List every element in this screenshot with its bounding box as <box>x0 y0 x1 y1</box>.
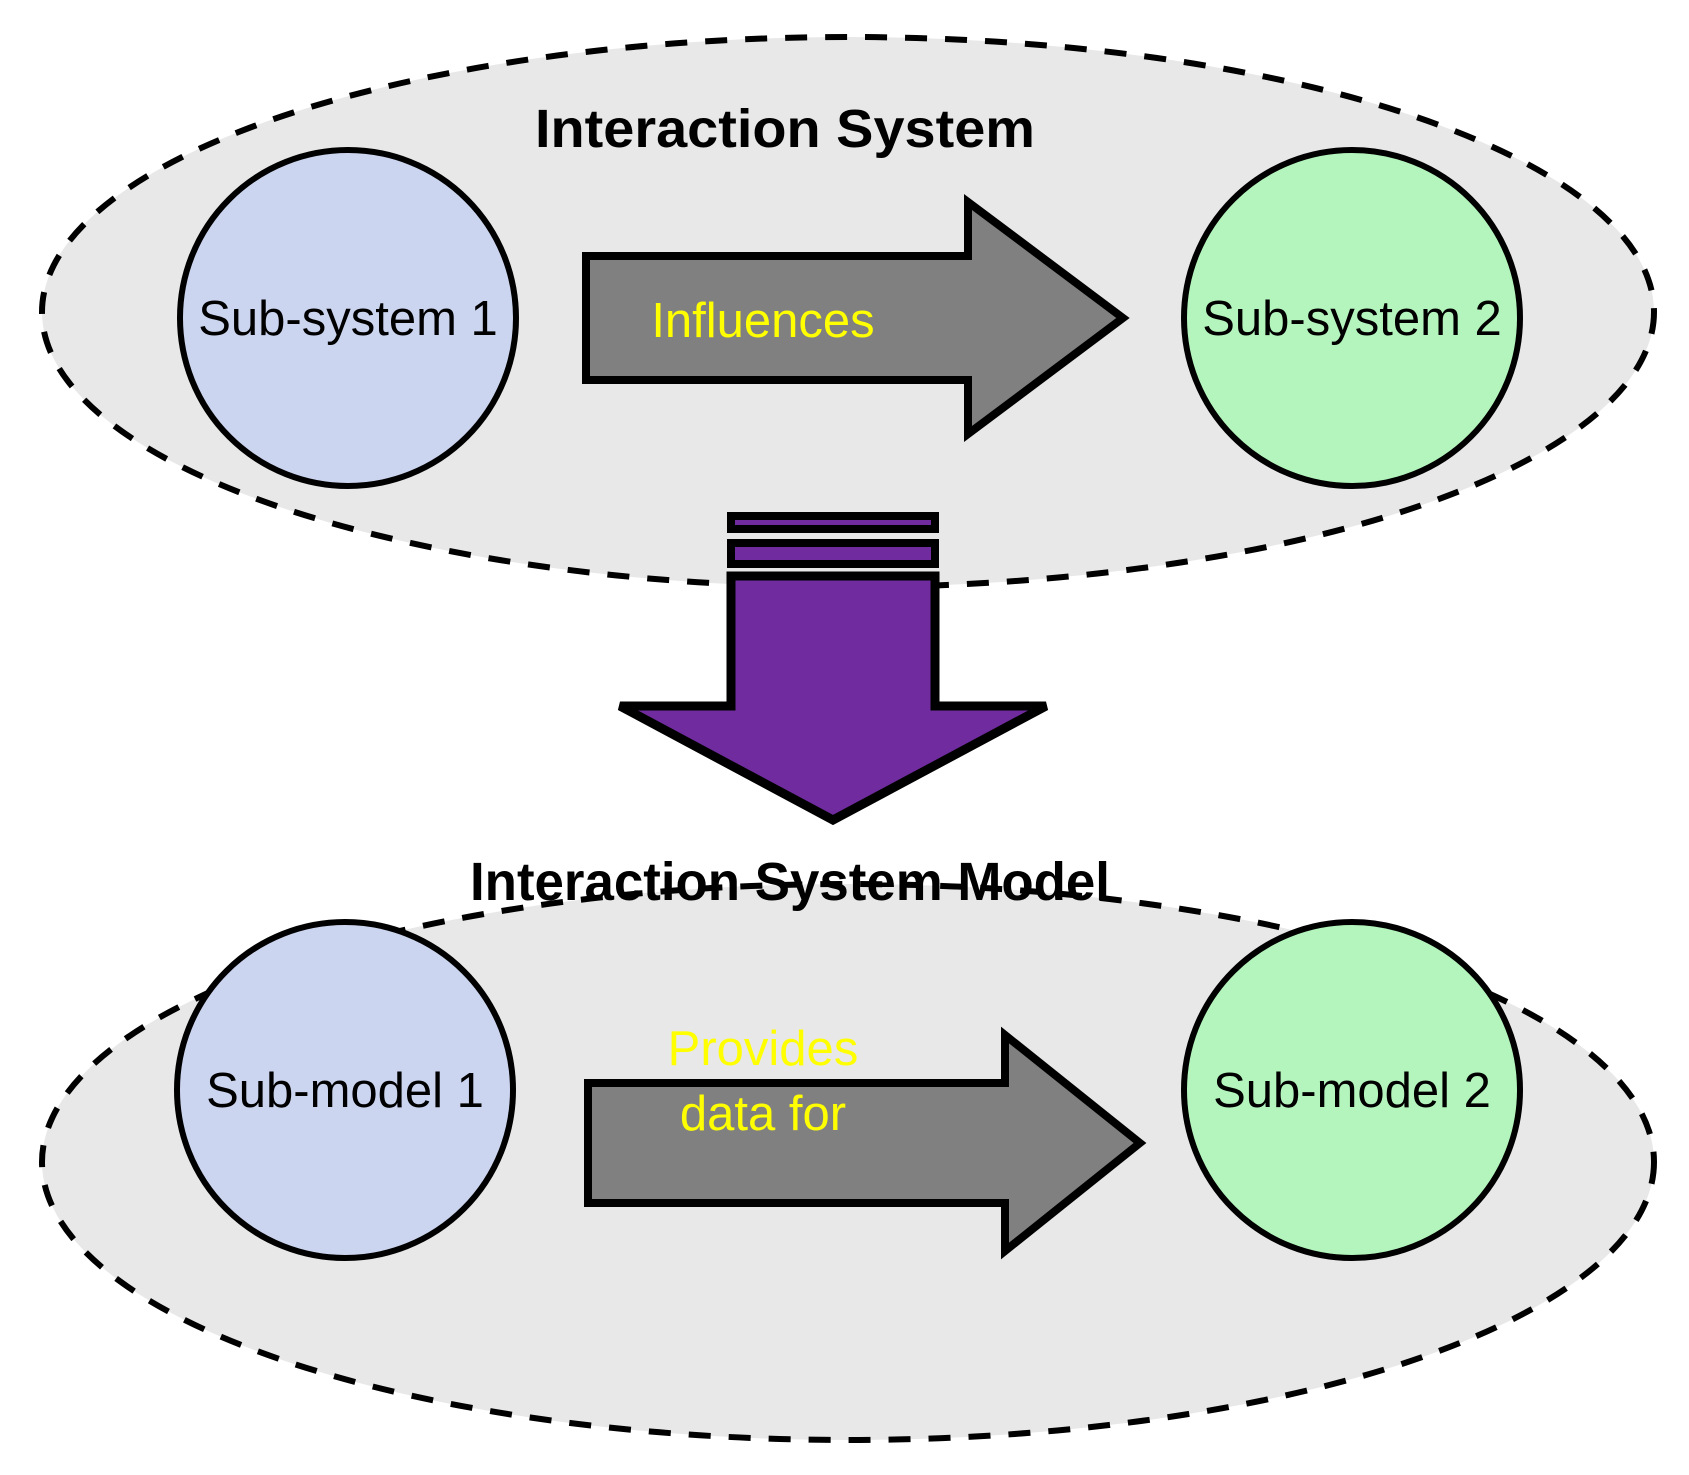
abstraction-arrow[interactable] <box>617 512 1049 826</box>
node-sub-system-1[interactable]: Sub-system 1 <box>177 147 519 489</box>
sub-system-2-label: Sub-system 2 <box>1202 292 1502 346</box>
node-sub-model-2[interactable]: Sub-model 2 <box>1181 919 1523 1261</box>
influences-arrow[interactable]: Influences <box>582 194 1130 442</box>
interaction-system-title: Interaction System <box>535 99 1035 159</box>
sub-model-1-circle[interactable] <box>174 919 516 1261</box>
influences-arrow-label: Influences <box>651 294 874 348</box>
sub-model-2-label: Sub-model 2 <box>1213 1064 1491 1118</box>
provides-data-for-arrow-label-line1: Provides <box>668 1022 859 1076</box>
sub-model-1-label: Sub-model 1 <box>206 1064 484 1118</box>
interaction-system-model-title: Interaction System Model <box>470 852 1110 912</box>
node-sub-model-1[interactable]: Sub-model 1 <box>174 919 516 1261</box>
influences-arrow-shape[interactable] <box>582 194 1130 442</box>
sub-system-2-circle[interactable] <box>1181 147 1523 489</box>
abstraction-arrow-segment-1 <box>727 512 939 533</box>
provides-data-for-arrow[interactable]: Provides data for <box>584 1022 1147 1260</box>
sub-system-1-circle[interactable] <box>177 147 519 489</box>
sub-system-1-label: Sub-system 1 <box>198 292 498 346</box>
provides-data-for-arrow-shape[interactable] <box>584 1026 1147 1260</box>
abstraction-arrow-body[interactable] <box>617 571 1049 826</box>
node-sub-system-2[interactable]: Sub-system 2 <box>1181 147 1523 489</box>
sub-model-2-circle[interactable] <box>1181 919 1523 1261</box>
group-interaction-system-model: Interaction System Model Sub-model 1 Sub… <box>39 852 1657 1443</box>
group-interaction-system: Interaction System Sub-system 1 Sub-syst… <box>39 34 1657 590</box>
provides-data-for-arrow-label-line2: data for <box>680 1087 846 1141</box>
abstraction-arrow-segment-2 <box>727 539 939 568</box>
